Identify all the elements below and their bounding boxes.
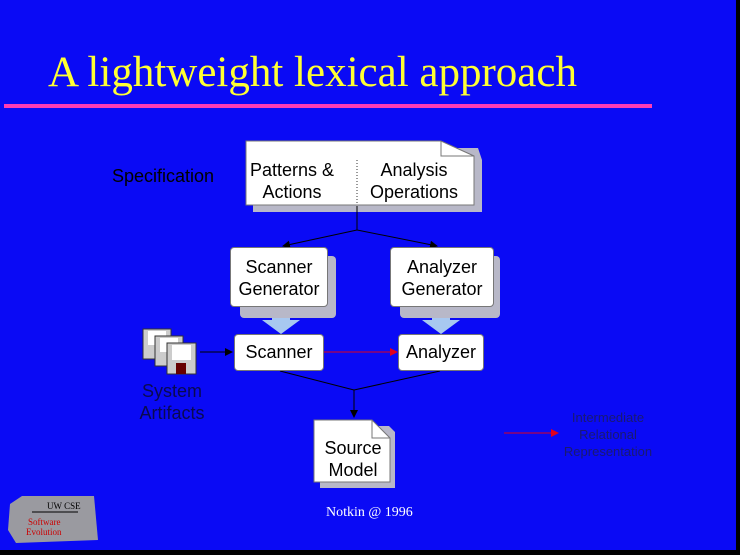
title-underline: [4, 104, 652, 108]
spec-doc: [245, 140, 475, 206]
scanner-generator-box: Scanner Generator: [230, 247, 328, 307]
system-artifacts-label: System Artifacts: [139, 381, 205, 423]
analyzer-gen-arrow: [422, 312, 460, 334]
legend-label: Intermediate Relational Representation: [563, 410, 653, 459]
analyzer-generator-box: Analyzer Generator: [390, 247, 494, 307]
scanner-box: Scanner: [234, 334, 324, 371]
slide-title: A lightweight lexical approach: [48, 49, 577, 96]
logo-text-2: Software: [28, 517, 61, 527]
source-model-label: Source Model: [324, 438, 382, 480]
uw-cse-logo: [8, 496, 98, 543]
scanner-gen-arrow: [262, 312, 300, 334]
logo-text-3: Evolution: [26, 527, 62, 537]
analysis-operations-label: Analysis Operations: [369, 160, 459, 202]
source-model-doc: [313, 419, 391, 483]
logo-text-1: UW CSE: [47, 501, 81, 511]
patterns-actions-label: Patterns & Actions: [249, 160, 335, 202]
footer-credit: Notkin @ 1996: [326, 505, 413, 520]
analyzer-box: Analyzer: [398, 334, 484, 371]
specification-label: Specification: [112, 166, 215, 186]
floppy-disk-icon: [142, 328, 197, 375]
